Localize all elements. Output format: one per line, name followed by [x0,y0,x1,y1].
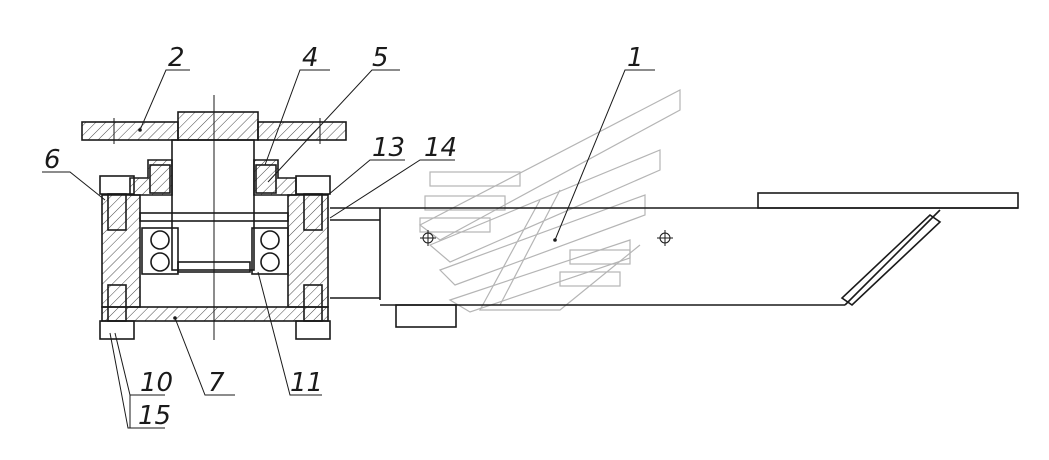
seal-housing-part-4-5 [129,159,297,196]
leader-lines [42,69,655,429]
callout-7: 7 [208,368,225,398]
callout-11: 11 [290,368,323,398]
callout-6: 6 [44,145,61,175]
callout-10: 10 [140,368,173,398]
callout-2: 2 [168,43,185,73]
flange-part-2 [81,95,347,340]
callout-4: 4 [302,43,319,73]
bolts [99,175,331,340]
bearing-part-11 [141,227,289,275]
callout-15: 15 [138,401,171,431]
watermark-logo [418,89,681,313]
callout-1: 1 [627,43,644,73]
callout-labels: 1 2 4 5 6 7 10 11 13 14 15 [44,43,644,431]
callout-14: 14 [424,133,457,163]
arm-part-1 [330,192,1019,328]
callout-13: 13 [372,133,405,163]
housing-part-7 [101,194,329,322]
callout-5: 5 [372,43,389,73]
shaft [171,139,255,273]
